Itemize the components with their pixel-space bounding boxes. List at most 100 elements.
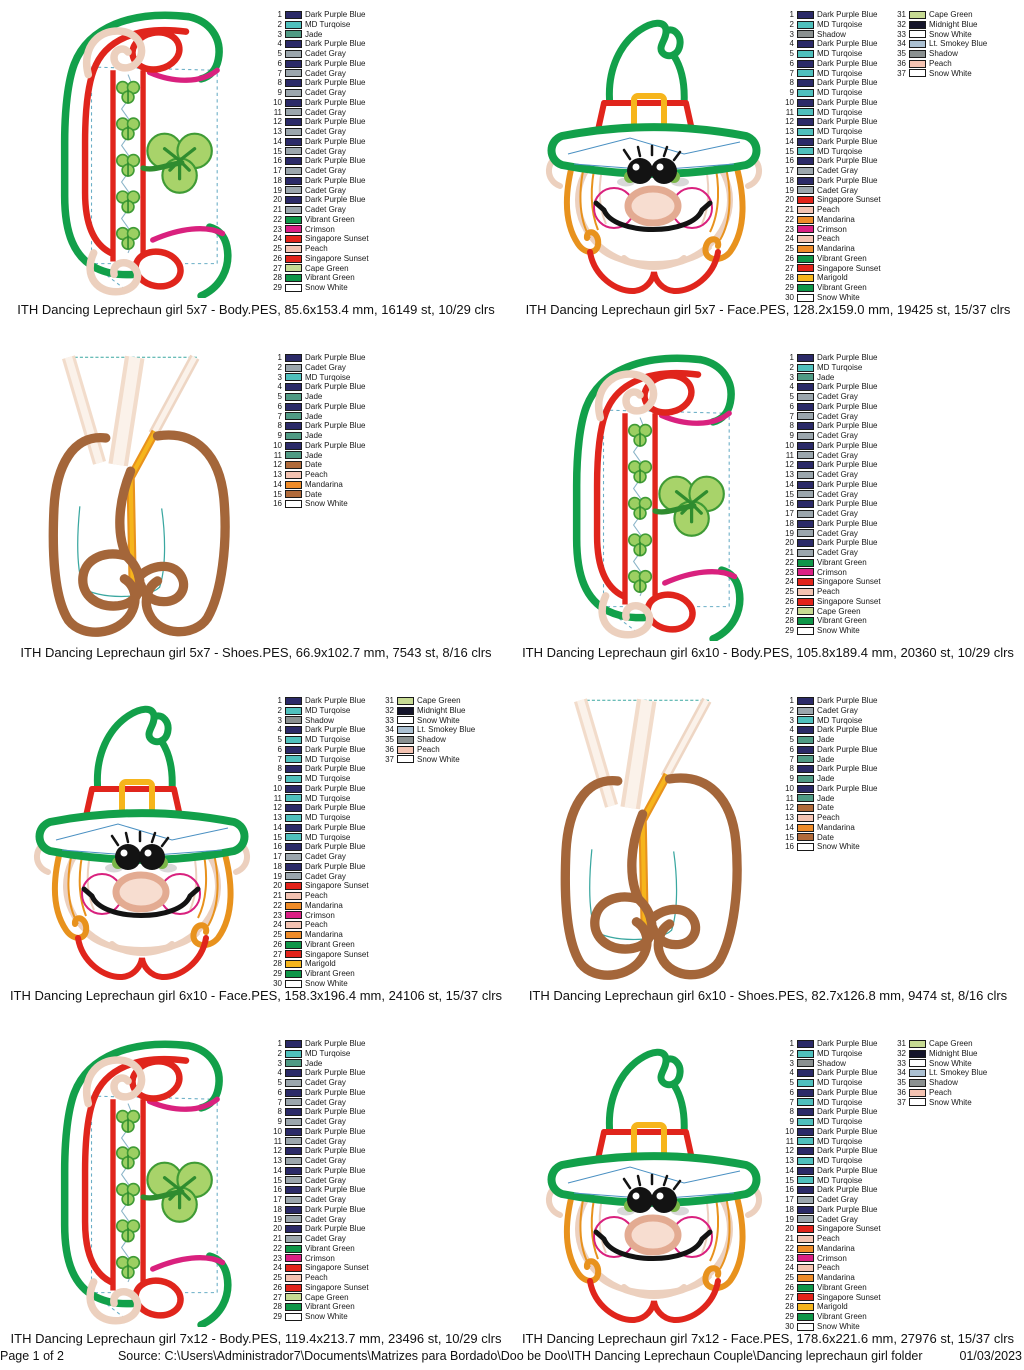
color-swatch [285, 69, 302, 78]
color-number: 17 [785, 166, 794, 175]
color-number: 12 [785, 803, 794, 813]
color-name: Vibrant Green [817, 1312, 867, 1321]
color-name: Vibrant Green [817, 253, 867, 263]
color-swatch [797, 1293, 814, 1302]
color-name: Dark Purple Blue [305, 175, 366, 185]
color-swatch [285, 843, 302, 852]
color-swatch [285, 490, 302, 499]
color-swatch [285, 373, 302, 382]
color-swatch [797, 1215, 814, 1224]
color-number: 15 [273, 832, 282, 842]
color-swatch [285, 1225, 302, 1234]
color-swatch [285, 264, 302, 273]
color-number: 16 [273, 156, 282, 166]
color-name: MD Turqoise [305, 1048, 351, 1058]
color-number: 6 [789, 744, 794, 754]
color-name: Dark Purple Blue [305, 401, 366, 411]
color-swatch [797, 726, 814, 735]
color-name: Dark Purple Blue [817, 117, 878, 127]
color-number: 12 [273, 117, 282, 127]
color-name: Peach [305, 1273, 328, 1282]
color-name: Midnight Blue [929, 1048, 978, 1058]
color-swatch [285, 157, 302, 166]
color-name: Jade [817, 372, 835, 382]
color-name: Dark Purple Blue [305, 803, 366, 813]
color-name: Peach [817, 205, 840, 214]
color-number: 14 [273, 479, 282, 489]
color-swatch [797, 1254, 814, 1263]
color-name: MD Turqoise [817, 1078, 863, 1087]
color-swatch [797, 626, 814, 635]
color-name: Singapore Sunset [305, 1263, 369, 1273]
color-swatch [797, 283, 814, 292]
color-name: Shadow [817, 29, 846, 39]
color-name: Dark Purple Blue [305, 421, 366, 431]
color-name: Cadet Gray [817, 470, 858, 479]
color-swatch [909, 20, 926, 29]
color-name: Dark Purple Blue [817, 479, 878, 489]
color-name: Cadet Gray [305, 362, 346, 372]
color-name: Dark Purple Blue [305, 1204, 366, 1214]
color-number: 8 [277, 1107, 282, 1117]
color-swatch [285, 833, 302, 842]
color-name: Peach [817, 587, 840, 596]
color-swatch [285, 49, 302, 58]
color-name: Jade [817, 793, 835, 803]
color-name: MD Turqoise [817, 88, 863, 97]
color-number: 17 [273, 852, 282, 861]
color-name: Midnight Blue [929, 19, 978, 29]
color-name: Dark Purple Blue [817, 136, 878, 146]
color-name: Lt. Smokey Blue [929, 39, 988, 49]
color-swatch [285, 969, 302, 978]
color-number: 5 [789, 735, 794, 744]
color-swatch [797, 578, 814, 587]
color-name: MD Turqoise [817, 715, 863, 725]
color-name: Dark Purple Blue [305, 195, 366, 205]
color-swatch [285, 461, 302, 470]
color-name: MD Turqoise [305, 19, 351, 29]
color-swatch [797, 1078, 814, 1087]
design-preview [22, 694, 262, 984]
color-number: 32 [897, 1048, 906, 1058]
color-name: Cadet Gray [305, 166, 346, 175]
color-swatch [797, 69, 814, 78]
color-swatch [797, 833, 814, 842]
color-name: Marigold [305, 959, 336, 969]
color-swatch [285, 862, 302, 871]
color-number: 33 [897, 29, 906, 39]
color-swatch [285, 726, 302, 735]
color-number: 4 [277, 725, 282, 735]
color-number: 7 [277, 754, 282, 764]
color-number: 34 [385, 725, 394, 735]
color-number: 37 [897, 1097, 906, 1107]
color-name: Singapore Sunset [817, 1292, 881, 1302]
